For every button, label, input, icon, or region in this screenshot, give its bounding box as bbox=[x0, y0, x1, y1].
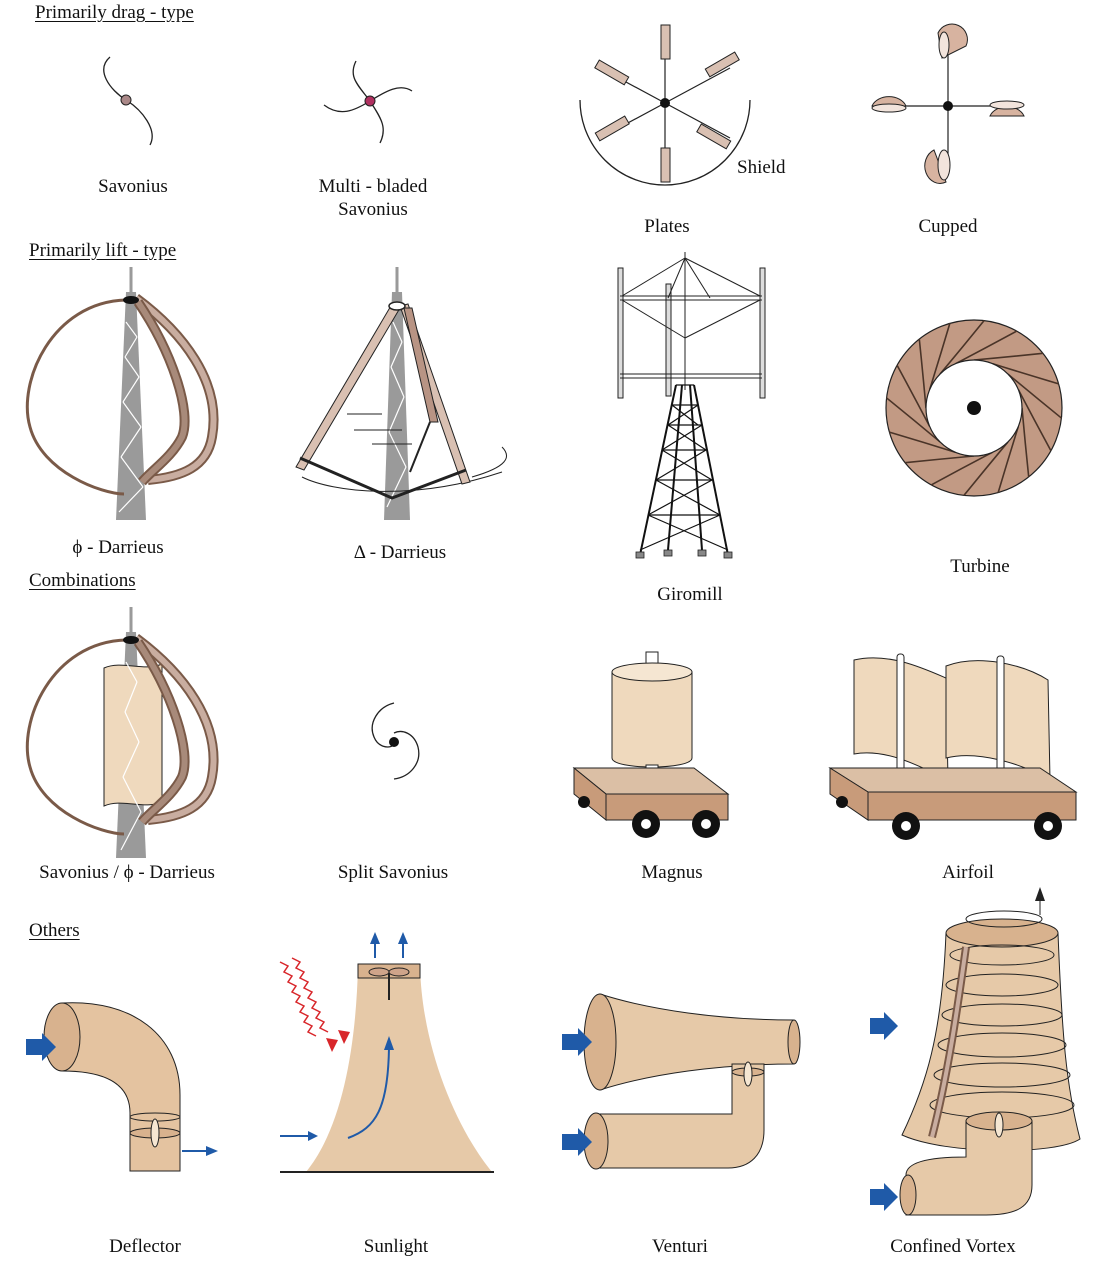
section-others: Others bbox=[29, 920, 80, 941]
venturi-label: Venturi bbox=[652, 1236, 708, 1257]
split-savonius-figure bbox=[360, 695, 430, 785]
turbine-blade bbox=[1021, 407, 1030, 478]
confined-vortex-figure bbox=[866, 885, 1086, 1235]
magnus-label: Magnus bbox=[641, 862, 703, 883]
turbine-blade bbox=[963, 441, 1009, 496]
savonius-phi-darrieus-label: Savonius / ϕ - Darrieus bbox=[39, 862, 215, 883]
delta-darrieus-figure bbox=[292, 262, 517, 524]
savonius-phi-darrieus-figure bbox=[22, 602, 232, 860]
shield-label: Shield bbox=[737, 157, 786, 178]
multi-bladed-savonius-figure bbox=[318, 55, 418, 155]
venturi-figure bbox=[560, 990, 805, 1180]
turbine-blade bbox=[1007, 373, 1062, 419]
confined-vortex-label: Confined Vortex bbox=[890, 1236, 1016, 1257]
turbine-blade bbox=[955, 330, 1018, 365]
split-savonius-label: Split Savonius bbox=[337, 862, 449, 883]
delta-darrieus-label: Δ - Darrieus bbox=[353, 542, 447, 563]
giromill-label: Giromill bbox=[657, 584, 723, 605]
turbine-blade bbox=[992, 362, 1059, 385]
phi-darrieus-figure bbox=[22, 262, 232, 522]
turbine-blade bbox=[918, 338, 927, 409]
deflector-label: Deflector bbox=[109, 1236, 181, 1257]
section-lift-type: Primarily lift - type bbox=[29, 240, 177, 261]
airfoil-figure bbox=[828, 650, 1083, 840]
deflector-figure bbox=[22, 995, 227, 1175]
sunlight-label: Sunlight bbox=[363, 1236, 429, 1257]
savonius-figure bbox=[90, 45, 170, 155]
turbine-blade bbox=[889, 431, 956, 454]
multi-bladed-label-line2: Savonius bbox=[338, 199, 408, 220]
giromill-figure bbox=[610, 250, 770, 575]
turbine-blade bbox=[886, 397, 941, 443]
turbine-label: Turbine bbox=[950, 556, 1010, 577]
sunlight-figure bbox=[276, 928, 498, 1178]
section-drag-type: Primarily drag - type bbox=[35, 2, 194, 23]
turbine-blade bbox=[896, 364, 931, 427]
turbine-blade bbox=[930, 451, 993, 486]
turbine-blade bbox=[904, 455, 975, 464]
turbine-blade bbox=[973, 352, 1044, 361]
magnus-figure bbox=[570, 650, 735, 840]
turbine-blade bbox=[928, 323, 951, 390]
plates-label: Plates bbox=[644, 216, 690, 237]
plates-figure bbox=[575, 20, 755, 190]
turbine-blade bbox=[1017, 389, 1052, 452]
turbine-figure bbox=[884, 318, 1064, 498]
turbine-blade bbox=[997, 426, 1020, 493]
multi-bladed-label-line1: Multi - bladed bbox=[318, 176, 428, 197]
savonius-label: Savonius bbox=[98, 176, 168, 197]
cupped-label: Cupped bbox=[918, 216, 978, 237]
section-combinations: Combinations bbox=[29, 570, 136, 591]
phi-darrieus-label: ϕ - Darrieus bbox=[72, 537, 164, 558]
airfoil-label: Airfoil bbox=[942, 862, 994, 883]
cupped-figure bbox=[868, 23, 1028, 188]
turbine-blade bbox=[939, 320, 985, 375]
